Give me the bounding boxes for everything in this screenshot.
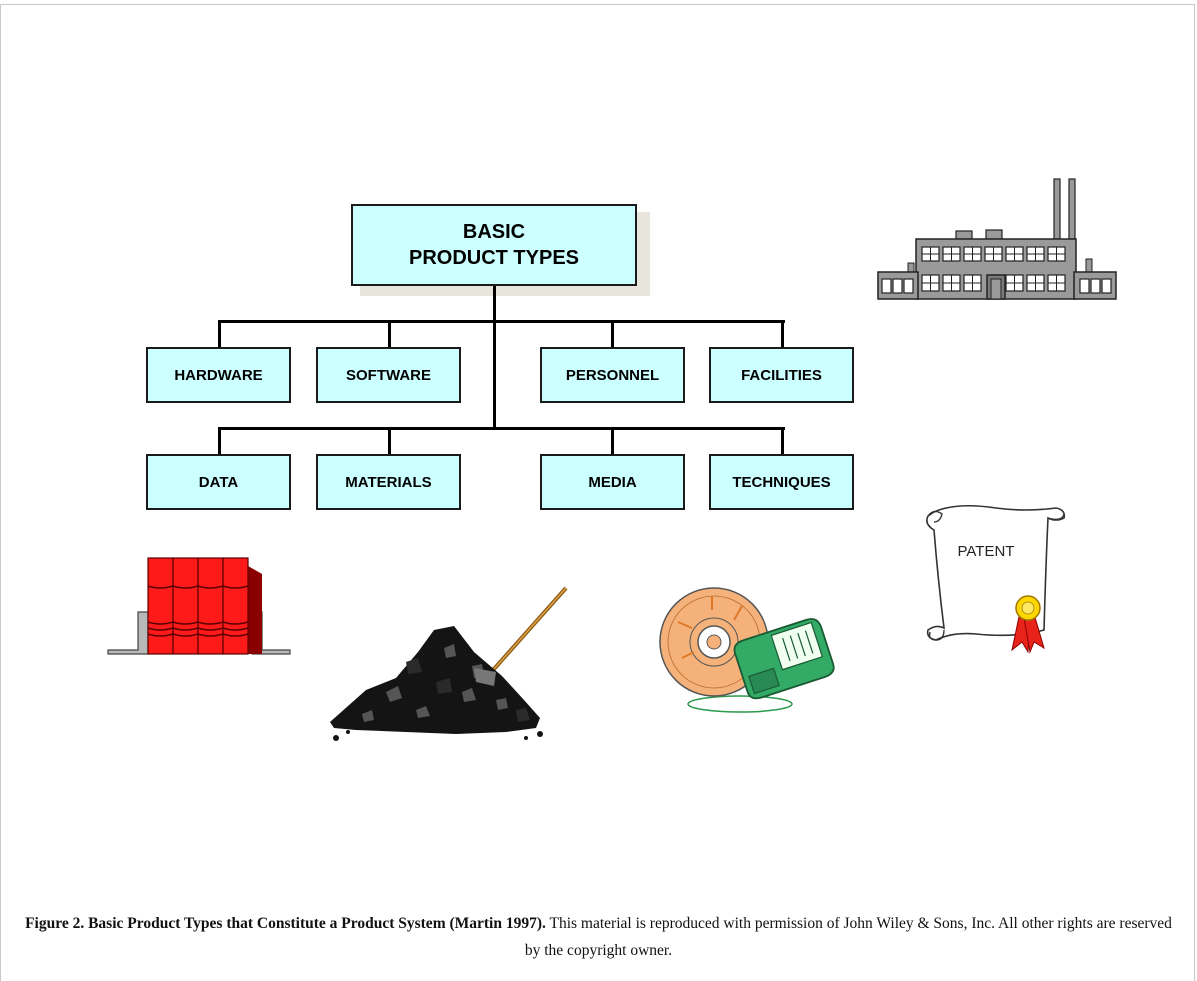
trunk-connector [493,286,496,429]
caption-title: Figure 2. Basic Product Types that Const… [25,915,546,932]
cd-and-floppy-icon [659,587,835,713]
root-line-2: PRODUCT TYPES [408,247,580,269]
row2-drop-2 [388,427,391,455]
figure-frame [0,4,1195,981]
factory-icon [877,178,1117,300]
node-media: MEDIA [540,454,685,510]
node-materials: MATERIALS [316,454,461,510]
patent-scroll-icon: PATENT [926,504,1066,654]
node-personnel: PERSONNEL [540,347,685,403]
row1-drop-1 [218,320,221,348]
node-software: SOFTWARE [316,347,461,403]
row1-drop-4 [781,320,784,348]
node-data: DATA [146,454,291,510]
row1-drop-2 [388,320,391,348]
node-techniques: TECHNIQUES [709,454,854,510]
coal-pile-icon [330,586,568,741]
row2-drop-3 [611,427,614,455]
figure-caption: Figure 2. Basic Product Types that Const… [20,910,1177,964]
caption-text: This material is reproduced with permiss… [524,915,1172,959]
node-facilities: FACILITIES [709,347,854,403]
patent-label: PATENT [958,543,1015,560]
row2-drop-1 [218,427,221,455]
root-line-1: BASIC [462,221,526,243]
node-hardware: HARDWARE [146,347,291,403]
row1-bus [218,320,785,323]
row2-bus [218,427,785,430]
books-icon [107,557,291,655]
row2-drop-4 [781,427,784,455]
row1-drop-3 [611,320,614,348]
root-box: BASIC PRODUCT TYPES [351,204,637,286]
